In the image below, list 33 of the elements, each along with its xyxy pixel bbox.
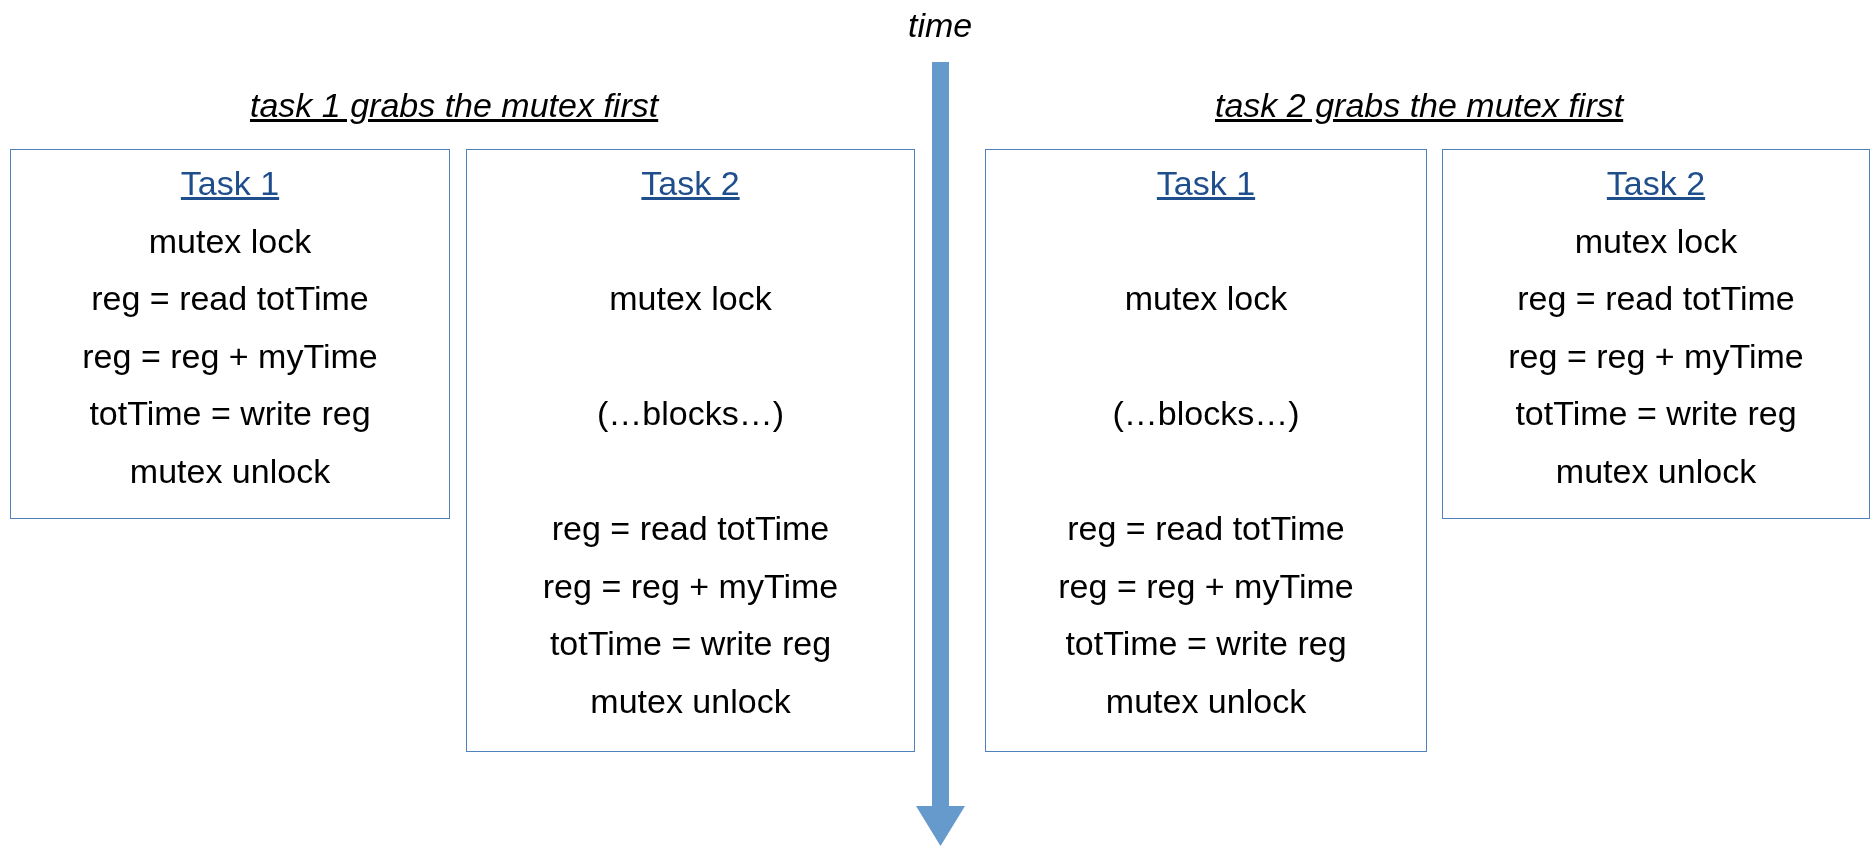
- code-line: reg = reg + myTime: [1507, 336, 1805, 376]
- code-line: mutex lock: [147, 221, 313, 261]
- task-box: [466, 149, 915, 752]
- code-line: mutex unlock: [128, 451, 332, 491]
- code-line: mutex unlock: [589, 681, 792, 721]
- code-line: reg = reg + myTime: [81, 336, 379, 376]
- code-line: totTime = write reg: [1514, 394, 1798, 433]
- task-heading: Task 1: [179, 164, 281, 203]
- scenario-heading: task 2 grabs the mutex first: [1215, 86, 1624, 125]
- code-line: totTime = write reg: [548, 624, 833, 663]
- code-line: reg = read totTime: [1066, 509, 1346, 548]
- code-line: mutex unlock: [1104, 681, 1308, 721]
- code-line: reg = read totTime: [550, 509, 831, 548]
- code-line: reg = reg + myTime: [1057, 566, 1355, 606]
- code-line: reg = read totTime: [1516, 279, 1796, 318]
- task-heading: Task 2: [640, 164, 741, 203]
- axis-label: time: [908, 6, 973, 45]
- scenario-heading: task 1 grabs the mutex first: [250, 86, 659, 125]
- code-line: reg = reg + myTime: [541, 566, 840, 606]
- code-line: (…blocks…): [596, 394, 785, 433]
- code-line: mutex lock: [1573, 221, 1739, 261]
- task-box: [1442, 149, 1870, 519]
- task-box: [985, 149, 1427, 752]
- task-heading: Task 2: [1605, 164, 1707, 203]
- code-line: (…blocks…): [1111, 394, 1301, 433]
- code-line: reg = read totTime: [90, 279, 370, 318]
- task-heading: Task 1: [1155, 164, 1257, 203]
- code-line: totTime = write reg: [1064, 624, 1348, 663]
- code-line: mutex lock: [608, 279, 773, 318]
- task-box: [10, 149, 450, 519]
- code-line: totTime = write reg: [88, 394, 372, 433]
- code-line: mutex unlock: [1554, 451, 1758, 491]
- code-line: mutex lock: [1123, 279, 1289, 318]
